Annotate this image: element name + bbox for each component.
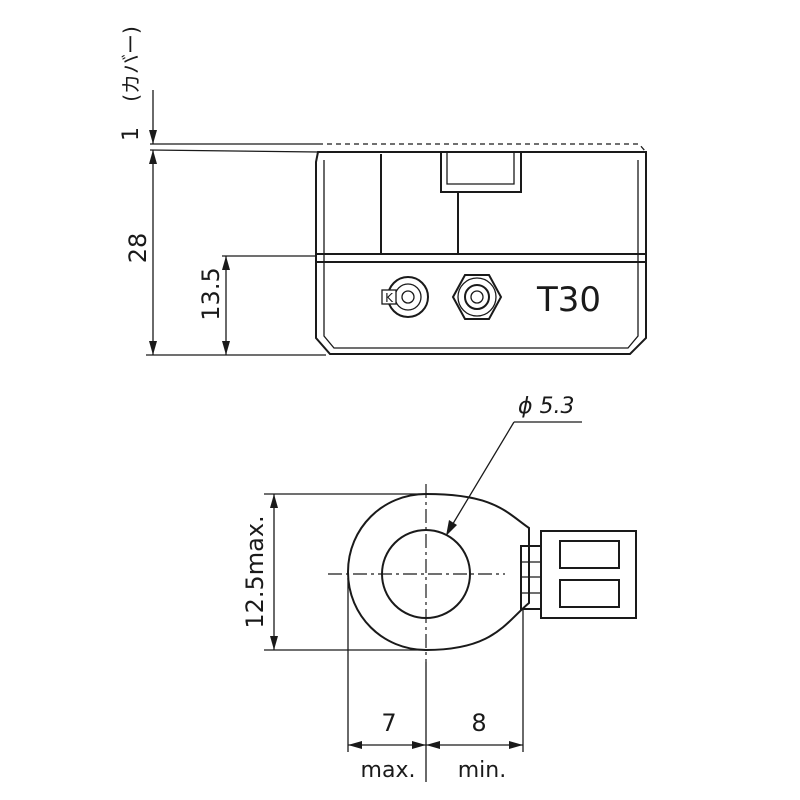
dim-cover-note: (カバー)	[119, 26, 143, 102]
dim-right-value: 8	[471, 709, 486, 737]
top-extension-line	[149, 149, 319, 153]
terminal-k-label: K	[385, 291, 394, 305]
dim-height-mid-value: 13.5	[197, 267, 225, 320]
ring-terminal-outline	[346, 492, 530, 652]
side-view: K T30 1 (カバー) 28	[119, 26, 647, 356]
top-notch	[440, 152, 522, 193]
cover-outline	[318, 143, 647, 153]
dim-cover-value: 1	[119, 127, 144, 141]
notch-inner	[446, 152, 515, 185]
terminal-k: K	[381, 276, 429, 318]
dim-hole: ϕ 5.3	[446, 394, 582, 536]
body-inner-line	[323, 160, 639, 349]
crimp-barrel	[520, 530, 637, 619]
dim-left-value: 7	[381, 709, 396, 737]
dim-height-total-value: 28	[124, 233, 152, 264]
dim-horizontal: 7 max. 8 min.	[347, 578, 524, 783]
dim-left-note: max.	[361, 758, 416, 783]
dim-width-value: 12.5max.	[241, 515, 269, 628]
body-outline	[315, 151, 647, 355]
dim-cover: 1 (カバー)	[119, 26, 157, 176]
dim-right-note: min.	[458, 758, 506, 783]
ring-terminal-view: ϕ 5.3 12.5max. 7 max. 8 min.	[241, 394, 637, 783]
dim-hole-value: ϕ 5.3	[518, 394, 575, 419]
dim-height-total: 28	[124, 176, 157, 355]
model-marking: T30	[536, 280, 601, 320]
dim-width: 12.5max.	[241, 493, 426, 651]
hex-nut-terminal	[451, 274, 503, 320]
dim-height-mid: 13.5	[197, 256, 230, 355]
